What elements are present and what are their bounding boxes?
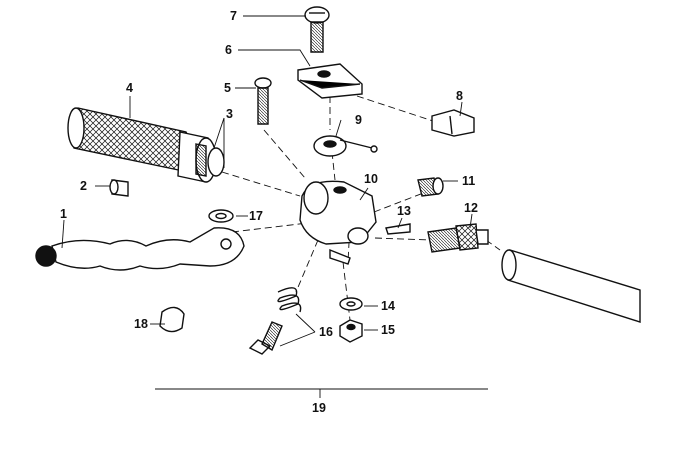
callout-11: 11	[462, 174, 475, 188]
callout-6: 6	[225, 43, 232, 57]
cable-end-13	[385, 223, 411, 235]
housing-part	[299, 180, 377, 265]
callout-16: 16	[319, 325, 333, 339]
clip-part	[431, 109, 475, 137]
lever-part	[35, 227, 245, 271]
leader-lines	[61, 15, 488, 398]
spring-bolt-part	[248, 287, 302, 355]
lock-washer-part	[339, 297, 363, 311]
nut-part	[339, 319, 363, 343]
callout-17: 17	[249, 209, 263, 223]
callout-10: 10	[364, 172, 378, 186]
adjuster-12	[427, 223, 489, 253]
cable-part	[501, 249, 641, 323]
callout-3: 3	[226, 107, 233, 121]
grip-part	[67, 107, 225, 183]
callout-15: 15	[381, 323, 395, 337]
callout-5: 5	[224, 81, 231, 95]
cap-part	[159, 306, 185, 333]
callout-18: 18	[134, 317, 148, 331]
screw-part-7	[304, 6, 330, 53]
callout-19: 19	[312, 401, 326, 415]
clamp-part	[297, 63, 363, 99]
callout-labels: 7 6 5 4 3 8 9 10 11 12 13 2 17 1 18 14 1…	[60, 9, 478, 415]
adjuster-screw-11	[417, 177, 444, 197]
cam-part	[313, 135, 378, 157]
callout-12: 12	[464, 201, 478, 215]
callout-9: 9	[355, 113, 362, 127]
callout-7: 7	[230, 9, 237, 23]
washer-part	[208, 209, 234, 223]
callout-4: 4	[126, 81, 133, 95]
callout-2: 2	[80, 179, 87, 193]
callout-8: 8	[456, 89, 463, 103]
callout-14: 14	[381, 299, 395, 313]
screw-part-5	[254, 77, 272, 125]
callout-13: 13	[397, 204, 411, 218]
callout-1: 1	[60, 207, 67, 221]
bushing-part	[109, 179, 129, 197]
